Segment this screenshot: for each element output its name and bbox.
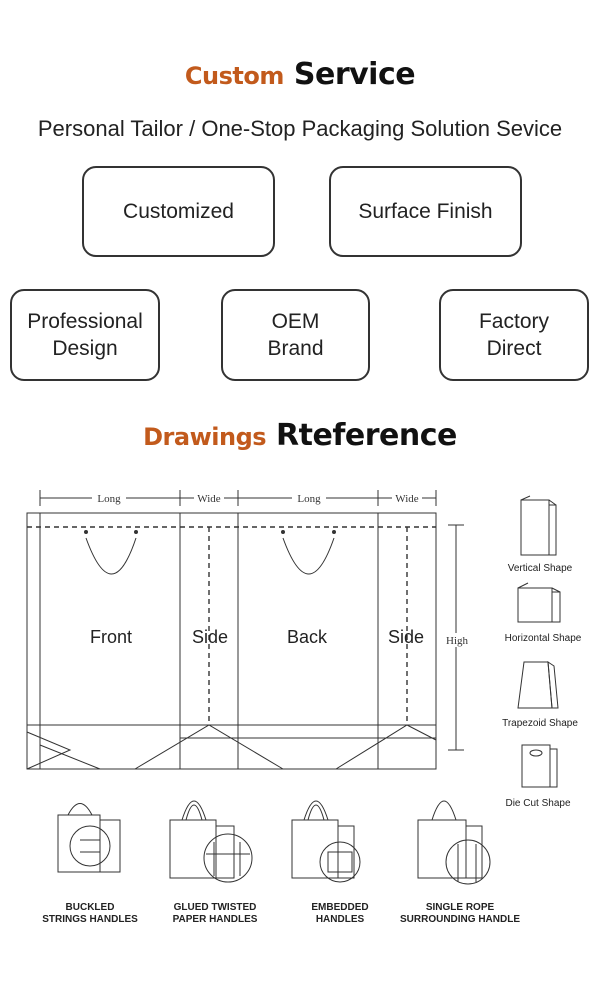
handle-label-4a: SINGLE ROPE [426,902,495,913]
heading-main: Service [293,57,416,92]
die-cut-shape-icon [521,744,558,788]
surface-finish-box: Surface Finish [329,166,522,257]
heading-accent: Drawings [143,423,267,451]
handle-label-2b: PAPER HANDLES [173,914,258,925]
drawings-reference-heading: Drawings Rteference [0,418,600,453]
dim-wide-1: Wide [197,493,220,505]
panel-front: Front [90,627,132,647]
shape-label-trapezoid: Trapezoid Shape [502,718,578,729]
dim-long-2: Long [297,493,321,505]
oem-brand-box: OEM Brand [221,289,370,381]
embedded-handle-icon [291,800,361,883]
panel-back: Back [287,627,328,647]
shape-label-vertical: Vertical Shape [508,563,573,574]
dim-wide-2: Wide [395,493,418,505]
custom-service-heading: Custom Service [0,57,600,92]
handle-label-3a: EMBEDDED [311,902,368,913]
handle-label-3b: HANDLES [316,914,365,925]
dim-long-1: Long [97,493,121,505]
vertical-shape-icon [520,495,557,556]
shape-label-die-cut: Die Cut Shape [505,798,570,809]
dim-high: High [446,635,469,647]
heading-accent: Custom [184,62,284,90]
bag-drawing: Long Wide Long Wide High Front Side Back… [26,490,582,925]
professional-design-box: Professional Design [10,289,160,381]
bag-net [26,512,437,770]
handle-label-1a: BUCKLED [66,902,115,913]
buckled-strings-handle-icon [57,803,121,873]
glued-twisted-paper-handle-icon [169,800,253,883]
service-subtitle: Personal Tailor / One-Stop Packaging Sol… [37,116,563,141]
handle-label-2a: GLUED TWISTED [174,902,257,913]
handle-label-1b: STRINGS HANDLES [42,914,138,925]
handle-label-4b: SURROUNDING HANDLE [400,914,520,925]
panel-side-1: Side [192,627,228,647]
trapezoid-shape-icon [517,661,559,709]
panel-side-2: Side [388,627,424,647]
horizontal-shape-icon [517,582,561,623]
heading-main: Rteference [276,418,457,453]
customized-box: Customized [82,166,275,257]
dimension-lines [39,490,471,751]
shape-label-horizontal: Horizontal Shape [505,633,582,644]
single-rope-surrounding-handle-icon [417,800,491,885]
factory-direct-box: Factory Direct [439,289,589,381]
